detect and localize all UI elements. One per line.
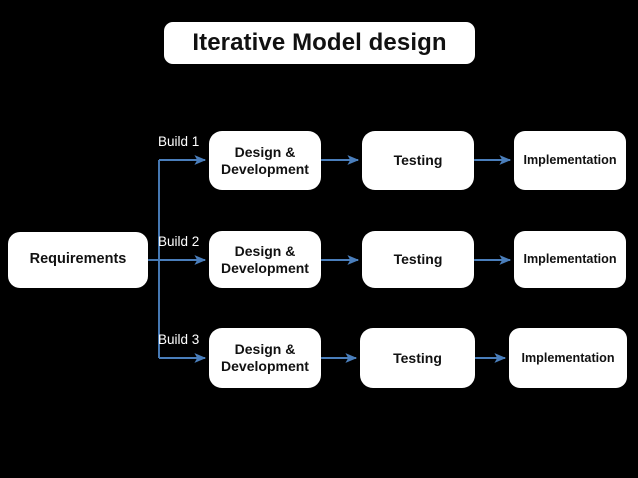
node-design-development-3[interactable]: Design & Development [209, 328, 321, 388]
node-testing-2[interactable]: Testing [362, 231, 474, 288]
design-line-2: Development [221, 358, 309, 374]
node-testing-3[interactable]: Testing [360, 328, 475, 388]
node-design-development-2[interactable]: Design & Development [209, 231, 321, 288]
branch-label-build-3: Build 3 [158, 332, 200, 347]
page-title: Iterative Model design [164, 22, 475, 64]
node-implementation-2[interactable]: Implementation [514, 231, 626, 288]
node-requirements[interactable]: Requirements [8, 232, 148, 288]
node-design-development-1[interactable]: Design & Development [209, 131, 321, 190]
design-line-1: Design & [234, 143, 296, 160]
node-implementation-3[interactable]: Implementation [509, 328, 627, 388]
branch-label-build-2: Build 2 [158, 234, 200, 249]
design-line-1: Design & [234, 242, 296, 259]
design-line-2: Development [221, 160, 309, 177]
branch-label-build-1: Build 1 [158, 134, 200, 149]
node-testing-1[interactable]: Testing [362, 131, 474, 190]
design-line-1: Design & [234, 341, 296, 358]
node-implementation-1[interactable]: Implementation [514, 131, 626, 190]
design-line-2: Development [221, 259, 309, 276]
